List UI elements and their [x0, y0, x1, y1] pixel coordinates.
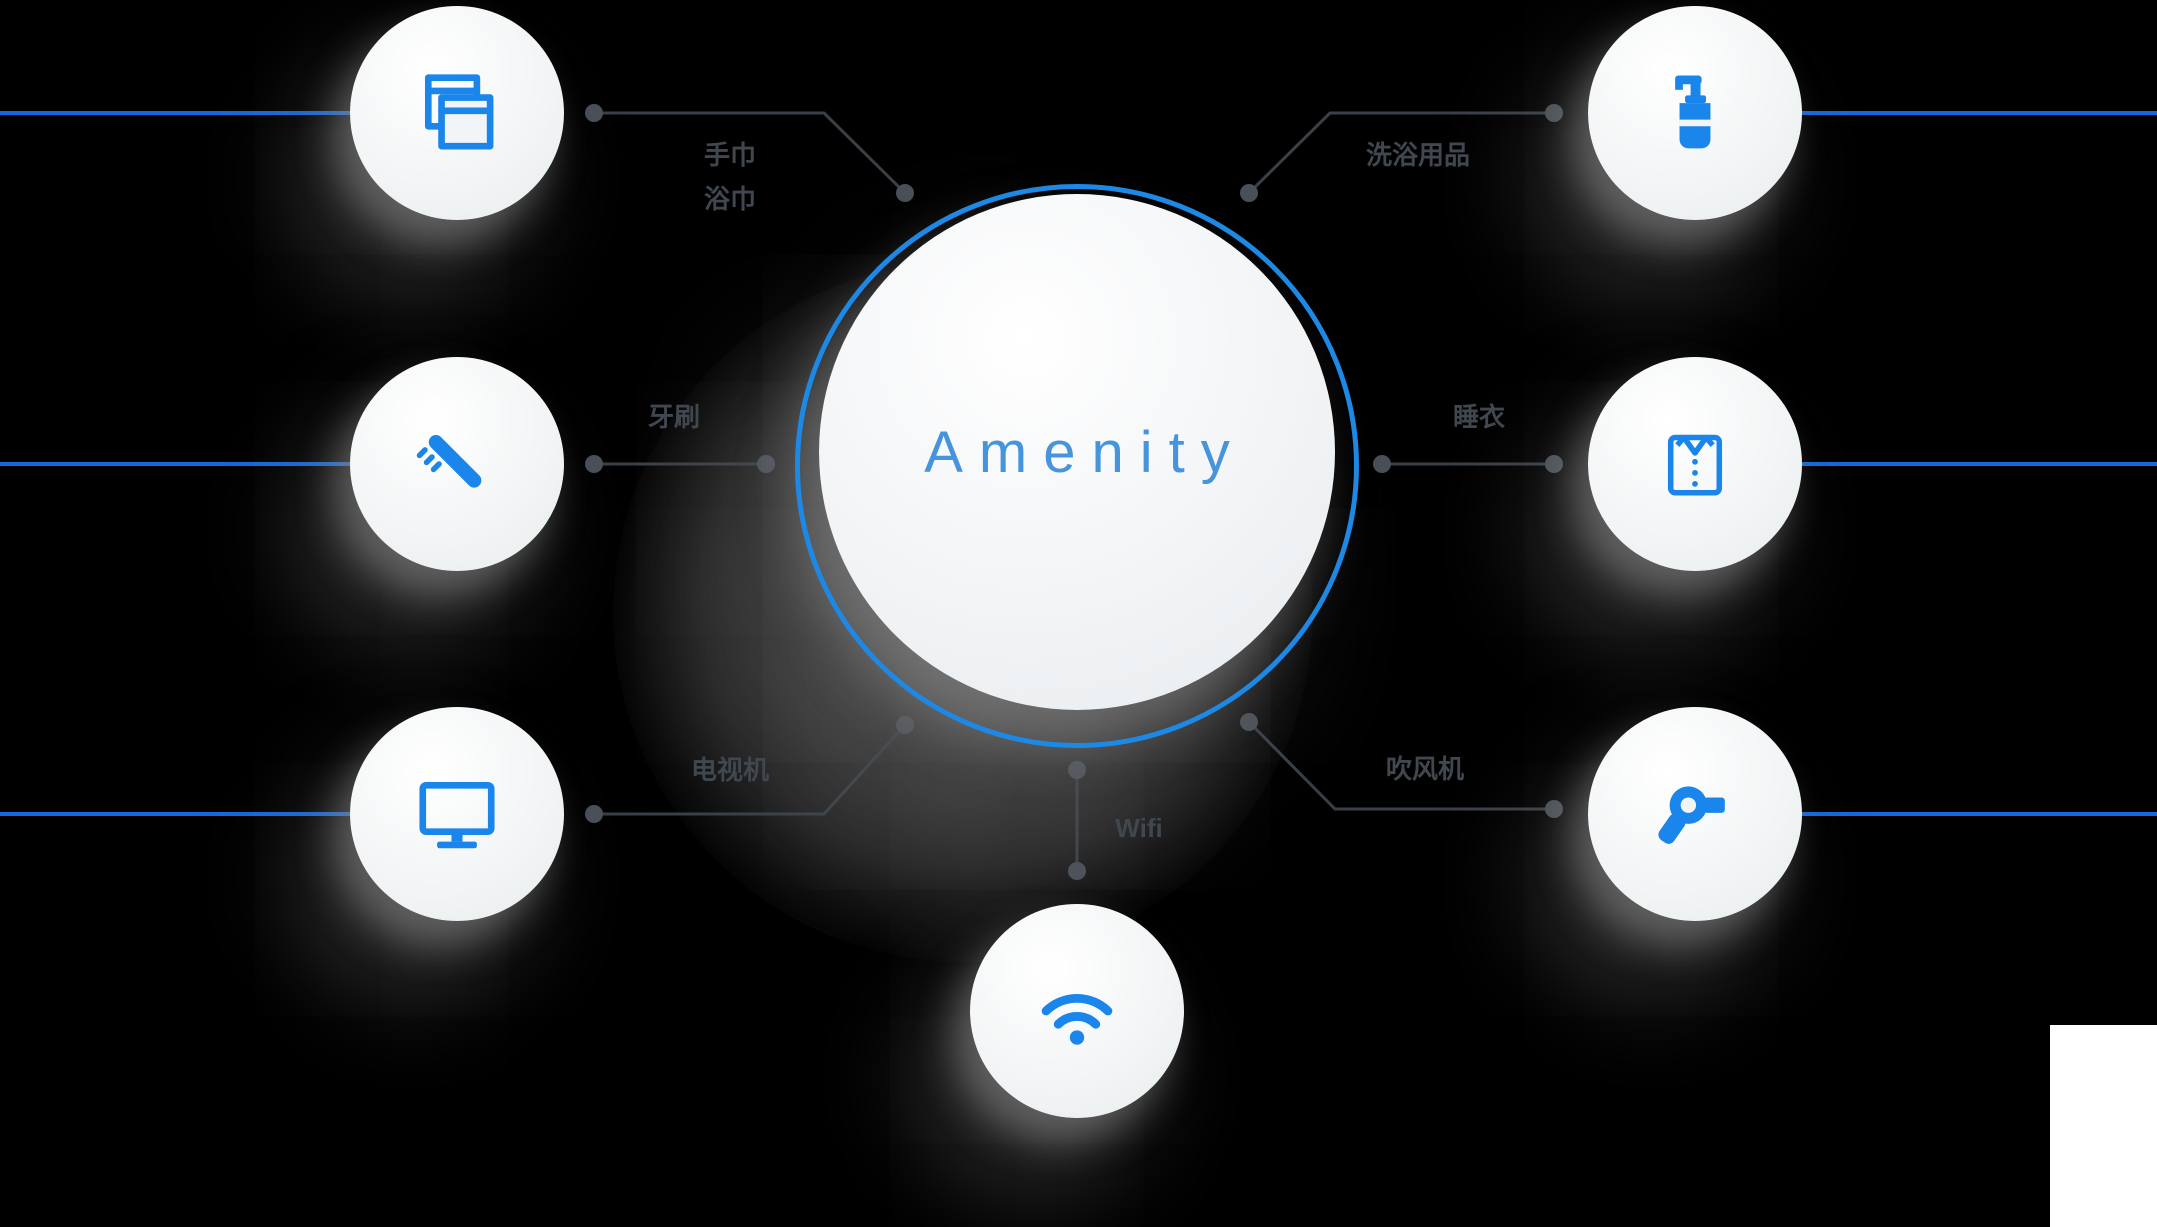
label-pajamas: 睡衣 — [1452, 402, 1506, 432]
hair-dryer-icon — [1658, 786, 1725, 844]
node-wifi — [970, 904, 1184, 1118]
corner-patch — [2050, 1025, 2157, 1227]
label-towels-line2: 浴巾 — [703, 184, 757, 214]
towel-icon — [424, 74, 494, 150]
node-tv — [350, 707, 564, 921]
edge-line-left-middle — [0, 462, 462, 466]
edge-line-left-top — [0, 111, 462, 115]
pajamas-icon — [1667, 434, 1723, 496]
center-ring — [795, 184, 1359, 748]
edge-line-left-bottom — [0, 812, 462, 816]
edge-line-right-middle — [1695, 462, 2157, 466]
label-toothbrush: 牙刷 — [647, 402, 701, 432]
label-wifi: Wifi — [1115, 813, 1163, 843]
edge-line-right-top — [1695, 111, 2157, 115]
label-tv: 电视机 — [690, 755, 770, 785]
tv-icon — [419, 781, 495, 849]
label-towels-line1: 手巾 — [703, 140, 757, 170]
toothbrush-icon — [416, 434, 482, 488]
label-towels: 手巾 浴巾 — [704, 133, 756, 221]
node-pajamas — [1588, 357, 1802, 571]
edge-line-right-bottom — [1695, 812, 2157, 816]
wifi-icon — [1041, 994, 1113, 1045]
node-towels — [350, 6, 564, 220]
label-hairdryer: 吹风机 — [1385, 754, 1465, 784]
lotion-bottle-icon — [1675, 75, 1711, 149]
node-toiletries — [1588, 6, 1802, 220]
node-toothbrush — [350, 357, 564, 571]
label-toiletries: 洗浴用品 — [1365, 140, 1471, 170]
node-hairdryer — [1588, 707, 1802, 921]
